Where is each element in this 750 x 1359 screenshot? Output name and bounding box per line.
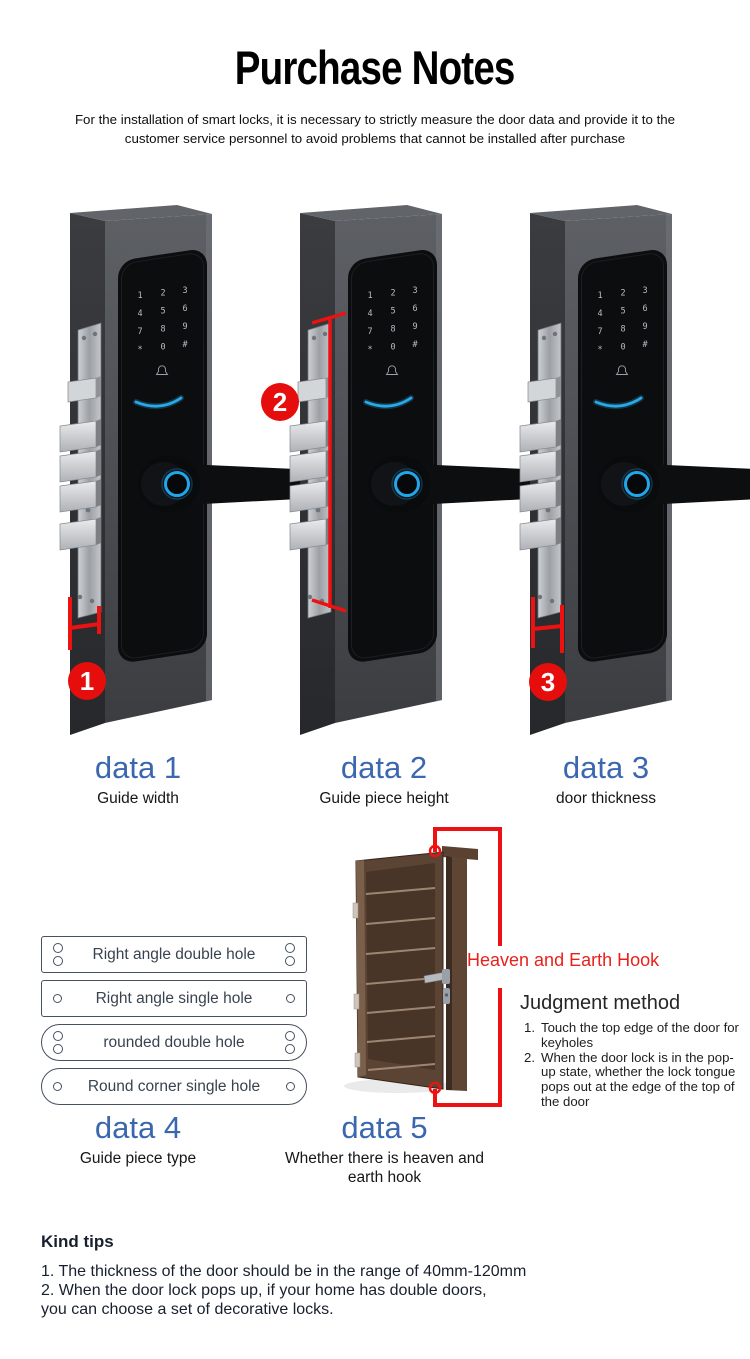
door-illustration <box>344 827 502 1107</box>
badge-1-number: 1 <box>80 666 94 696</box>
data-3-caption: door thickness <box>556 790 656 807</box>
data-4-caption: Guide piece type <box>79 1150 197 1167</box>
kind-tips-title: Kind tips <box>41 1232 114 1251</box>
single-hole-icon <box>286 994 295 1003</box>
option-right-angle-single-hole[interactable]: Right angle single hole <box>41 980 307 1017</box>
option-round-corner-single-hole[interactable]: Round corner single hole <box>41 1068 307 1105</box>
judgment-item-text: Touch the top edge of the door for keyho… <box>541 1020 739 1050</box>
kind-tips-body: 1. The thickness of the door should be i… <box>41 1263 527 1318</box>
option-right-angle-double-hole[interactable]: Right angle double hole <box>41 936 307 973</box>
data-3-title: data 3 <box>562 750 650 785</box>
judgment-item-number: 2. <box>524 1049 535 1065</box>
data-point-1: data 1 Guide width <box>13 750 263 808</box>
option-rounded-double-hole[interactable]: rounded double hole <box>41 1024 307 1061</box>
data-1-title: data 1 <box>94 750 182 785</box>
guide-width-measure <box>68 597 101 650</box>
double-hole-icon <box>53 943 63 966</box>
door-thickness-measure <box>531 597 564 653</box>
smart-lock-illustrations: 1 2 3 4 5 6 7 8 9 * 0 # <box>0 205 750 745</box>
data-4-title: data 4 <box>94 1110 182 1145</box>
single-hole-icon <box>53 994 62 1003</box>
data-point-2: data 2 Guide piece height <box>259 750 509 808</box>
hook-bracket <box>433 827 502 1107</box>
top-hook-marker <box>428 844 442 858</box>
single-hole-icon <box>286 1082 295 1091</box>
badge-3-number: 3 <box>541 667 555 697</box>
judgment-item: 1. Touch the top edge of the door for ke… <box>524 1020 742 1051</box>
page-title: Purchase Notes <box>0 40 750 95</box>
judgment-item-text: When the door lock is in the pop-up stat… <box>541 1049 736 1109</box>
badge-2-circle <box>261 383 299 421</box>
badge-2-number: 2 <box>273 387 287 417</box>
handle-escutcheon <box>442 969 450 984</box>
data-2-title: data 2 <box>340 750 428 785</box>
judgment-method-list: 1. Touch the top edge of the door for ke… <box>524 1020 742 1110</box>
data-1-caption: Guide width <box>97 790 179 807</box>
data-2-caption: Guide piece height <box>319 790 449 807</box>
judgment-item: 2. When the door lock is in the pop-up s… <box>524 1049 742 1110</box>
double-hole-icon <box>285 1031 295 1054</box>
door-panel <box>366 863 435 1070</box>
data-point-4: data 4 Guide piece type <box>13 1110 263 1168</box>
judgment-method-title: Judgment method <box>520 992 681 1014</box>
judgment-item-number: 1. <box>524 1020 535 1035</box>
data-point-3: data 3 door thickness <box>481 750 731 808</box>
keyhole <box>444 993 449 997</box>
door-grooves <box>365 887 436 1071</box>
page-title-text: Purchase Notes <box>235 41 516 94</box>
guide-type-options: Right angle double hole Right angle sing… <box>41 936 307 1105</box>
badge-1-circle <box>68 662 106 700</box>
heaven-earth-hook-label: Heaven and Earth Hook <box>467 950 660 970</box>
door-hinges <box>352 902 361 1068</box>
page-subtitle: For the installation of smart locks, it … <box>74 112 676 146</box>
data-point-5: data 5 Whether there is heaven and earth… <box>262 1110 507 1187</box>
double-hole-icon <box>53 1031 63 1054</box>
step-badges: 1 2 3 <box>68 383 567 701</box>
guide-height-measure <box>311 311 347 613</box>
bottom-hook-marker <box>428 1081 442 1095</box>
single-hole-icon <box>53 1082 62 1091</box>
badge-3-circle <box>529 663 567 701</box>
double-hole-icon <box>285 943 295 966</box>
data-5-title: data 5 <box>341 1110 428 1145</box>
data-5-caption: Whether there is heaven and earth hook <box>284 1150 485 1186</box>
